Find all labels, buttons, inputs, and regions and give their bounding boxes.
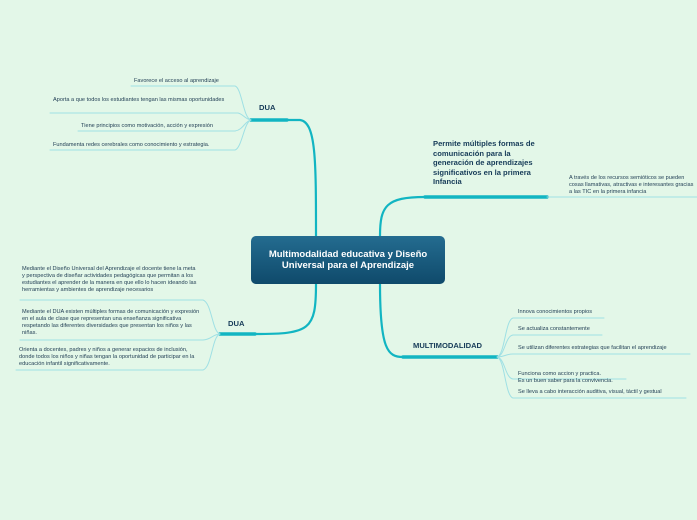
leaf-dua-top-3[interactable]: Tiene principios como motivación, acción…	[81, 123, 213, 129]
central-topic-label: Multimodalidad educativa y Diseño Univer…	[268, 249, 428, 271]
leaf-dua-top-2[interactable]: Aporta a que todos los estudiantes tenga…	[53, 97, 225, 103]
branch-dua-bottom-label: DUA	[228, 319, 245, 328]
branch-dua-top-label: DUA	[259, 103, 276, 112]
leaf-permite-1[interactable]: A través de los recursos semióticos se p…	[569, 175, 694, 195]
branch-multimodalidad-label: MULTIMODALIDAD	[413, 341, 483, 350]
leaf-multimodalidad-1[interactable]: Innova conocimientos propios	[518, 309, 593, 315]
leaf-dua-bottom-1[interactable]: Mediante el Diseño Universal del Aprendi…	[22, 266, 197, 293]
leaf-multimodalidad-5[interactable]: Se lleva a cabo interacción auditiva, vi…	[518, 389, 662, 395]
branch-dua-bottom[interactable]: DUA	[228, 319, 244, 329]
branch-permite[interactable]: Permite múltiples formas de comunicación…	[433, 139, 541, 187]
branch-dua-top[interactable]: DUA	[259, 103, 275, 113]
leaf-multimodalidad-2[interactable]: Se actualiza constantemente	[518, 326, 590, 332]
leaf-dua-bottom-2[interactable]: Mediante el DUA existen múltiples formas…	[22, 309, 200, 336]
leaf-dua-bottom-3[interactable]: Orienta a docentes, padres y niños a gen…	[19, 347, 195, 367]
leaf-multimodalidad-3[interactable]: Se utilizan diferentes estrategias que f…	[518, 345, 667, 351]
leaf-dua-top-1[interactable]: Favorece el acceso al aprendizaje	[134, 78, 219, 84]
branch-permite-label: Permite múltiples formas de comunicación…	[433, 139, 535, 186]
branch-multimodalidad[interactable]: MULTIMODALIDAD	[413, 341, 482, 351]
leaf-multimodalidad-4[interactable]: Funciona como accion y practica. Es un b…	[518, 371, 613, 384]
central-topic[interactable]: Multimodalidad educativa y Diseño Univer…	[251, 236, 445, 284]
leaf-dua-top-4[interactable]: Fundamenta redes cerebrales como conocim…	[53, 142, 210, 148]
